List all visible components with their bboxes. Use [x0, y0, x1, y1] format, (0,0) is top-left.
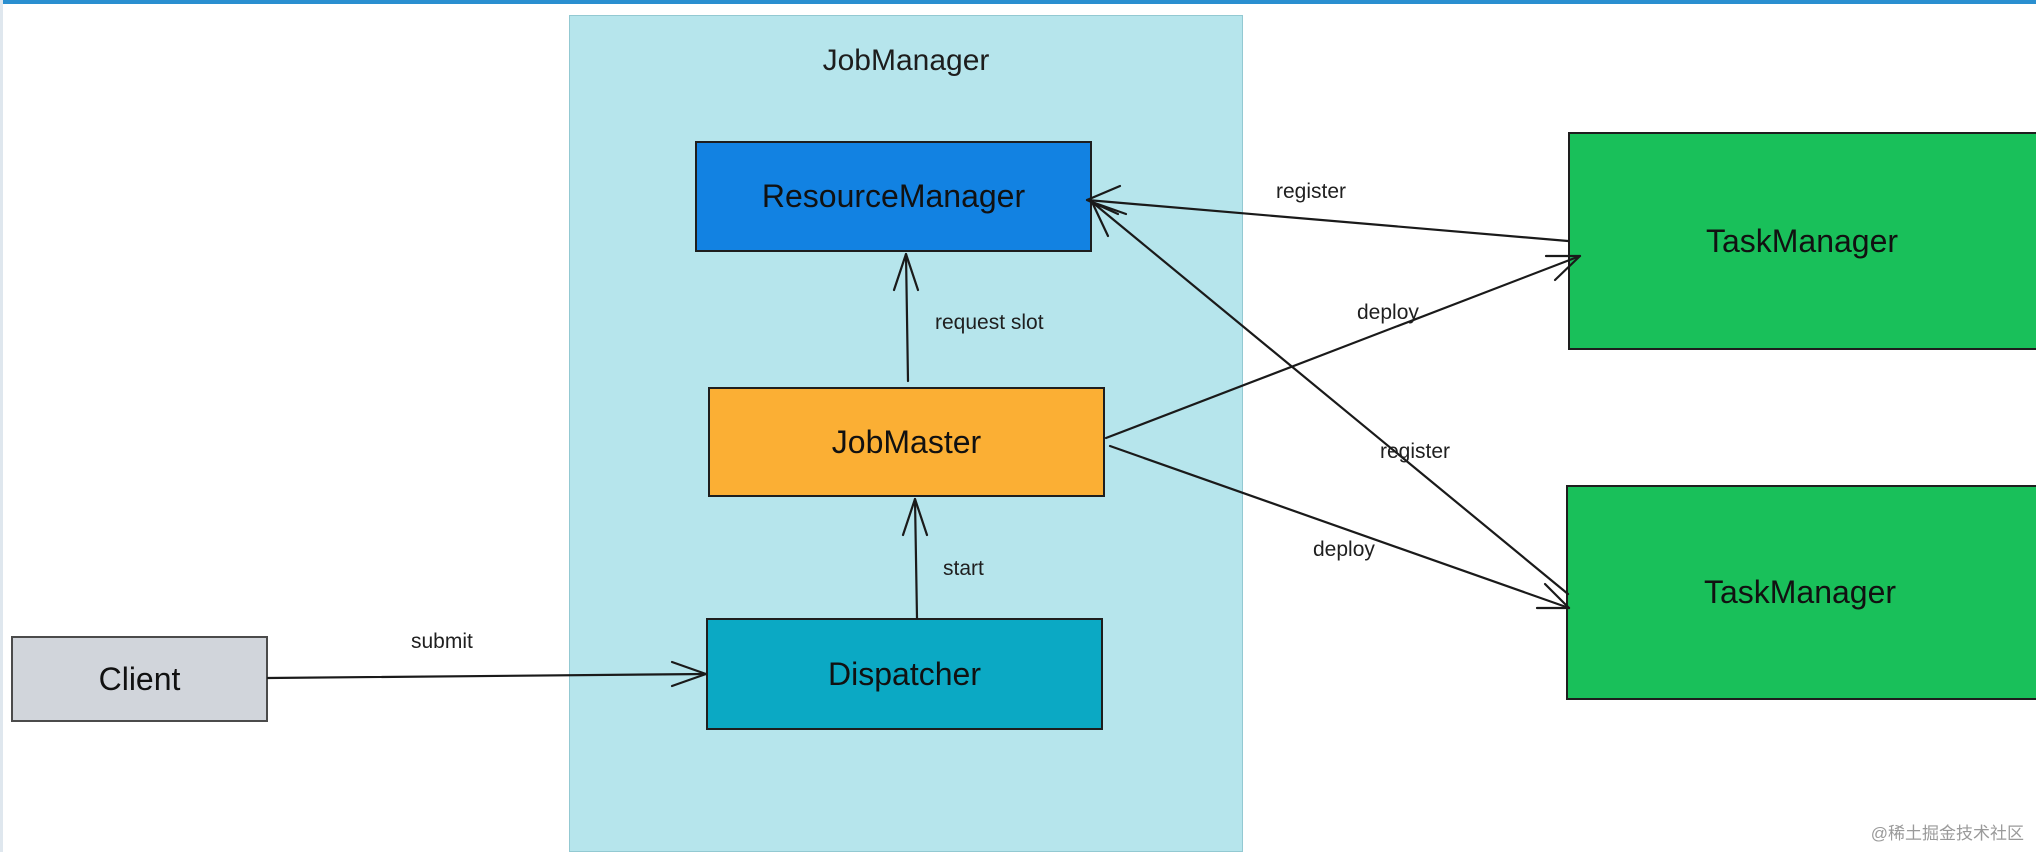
client-label: Client — [98, 660, 181, 697]
resource-manager-node: ResourceManager — [695, 141, 1092, 252]
edge-label-request-slot: request slot — [935, 311, 1044, 334]
task-manager-label-1: TaskManager — [1705, 222, 1899, 259]
job-master-label: JobMaster — [831, 423, 982, 460]
edge-label-deploy-2: deploy — [1313, 538, 1375, 561]
resource-manager-label: ResourceManager — [761, 178, 1026, 214]
edge-label-start: start — [943, 557, 984, 580]
edge-deploy-2 — [1108, 444, 1571, 610]
edge-start — [901, 497, 929, 620]
task-manager-node-2: TaskManager — [1566, 485, 2036, 700]
client-node: Client — [11, 636, 268, 722]
edge-submit — [266, 660, 708, 688]
edge-register-2 — [1090, 200, 1570, 596]
task-manager-label-2: TaskManager — [1703, 574, 1897, 610]
edge-label-register-1: register — [1276, 180, 1346, 203]
left-edge-bar — [0, 0, 3, 852]
task-manager-node-1: TaskManager — [1568, 132, 2036, 350]
dispatcher-node: Dispatcher — [706, 618, 1103, 730]
watermark-text: @稀土掘金技术社区 — [1870, 824, 2024, 843]
dispatcher-label: Dispatcher — [828, 655, 981, 692]
top-accent-bar — [0, 0, 2036, 4]
edge-label-register-2: register — [1380, 440, 1450, 463]
edge-register-1 — [1085, 184, 1570, 243]
edge-deploy-1 — [1104, 254, 1582, 440]
edge-label-deploy-1: deploy — [1357, 301, 1419, 324]
job-master-node: JobMaster — [708, 387, 1105, 497]
jobmanager-title: JobManager — [822, 44, 990, 77]
edge-request-slot — [892, 252, 920, 383]
edge-label-submit: submit — [411, 630, 473, 653]
